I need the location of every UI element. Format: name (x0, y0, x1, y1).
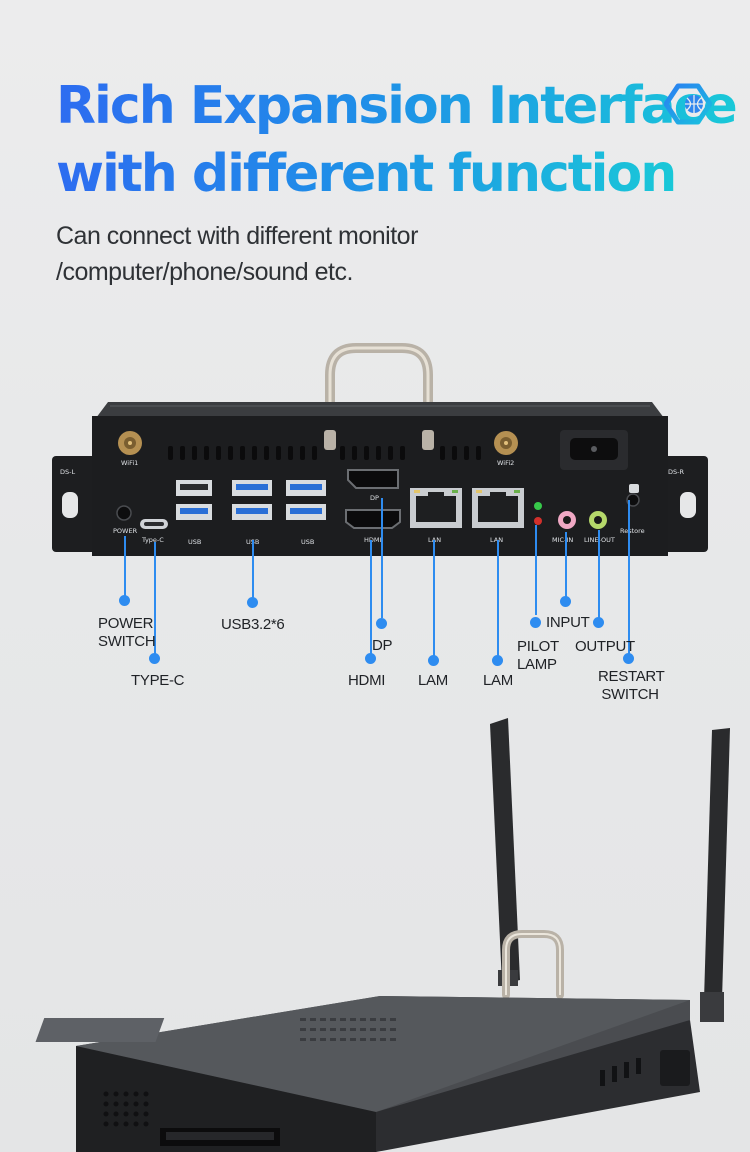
subtitle-line-2: /computer/phone/sound etc. (56, 258, 353, 286)
callout-stem-pilot (535, 525, 537, 615)
ds-left-print: DS-L (60, 468, 75, 476)
typec-print: Type-C (141, 536, 164, 544)
callout-dot-input (560, 596, 571, 607)
callout-dot-hdmi (365, 653, 376, 664)
callout-dot-usb (247, 597, 258, 608)
callout-dot-output (593, 617, 604, 628)
callout-power-switch: POWER SWITCH (98, 615, 156, 650)
headline-line-1: Rich Expansion Interface (56, 76, 738, 136)
callout-dp: DP (372, 637, 393, 654)
handle-icon (325, 343, 433, 450)
dp-print: DP (370, 494, 379, 502)
callout-stem-lan2 (497, 540, 499, 656)
callout-stem-lan1 (433, 540, 435, 656)
ds-right-print: DS-R (668, 468, 684, 476)
callout-restart-switch: RESTART SWITCH (598, 668, 665, 703)
cube-globe-logo-icon (664, 83, 712, 125)
callout-stem-output (598, 530, 600, 618)
callout-dot-dp (376, 618, 387, 629)
lock-icon (629, 484, 639, 493)
power-button-icon[interactable] (116, 505, 132, 521)
usb-print-3: USB (301, 538, 314, 546)
callout-lam-2: LAM (483, 672, 513, 689)
callout-stem-usb (252, 540, 254, 598)
restore-print: Restore (620, 527, 645, 535)
callout-type-c: TYPE-C (131, 672, 185, 689)
mini-pc-front-panel: DS-L DS-R WiFi1 WiFi2 POWER Type-C USB U… (52, 343, 708, 556)
lan-port-icon (410, 488, 462, 528)
callout-dot-power (119, 595, 130, 606)
callout-input: INPUT (546, 614, 590, 631)
subtitle: Can connect with different monitor /comp… (56, 218, 418, 290)
callout-stem-power (124, 536, 126, 598)
pilot-lamp-red-icon (534, 517, 542, 525)
lan2-print: LAN (490, 536, 503, 544)
wifi1-print: WiFi1 (121, 459, 138, 467)
callout-dot-lan1 (428, 655, 439, 666)
power-print: POWER (113, 527, 138, 535)
callout-dot-pilot (530, 617, 541, 628)
lan-port-icon (472, 488, 524, 528)
wifi-antenna-connector-icon (494, 431, 518, 455)
restore-button-icon[interactable] (626, 493, 640, 507)
callout-dot-typec (149, 653, 160, 664)
hdmi-print: HDMI (364, 536, 382, 544)
usb-print-1: USB (188, 538, 201, 546)
callout-output: OUTPUT (575, 638, 635, 655)
callout-dot-restart (623, 653, 634, 664)
antenna-icon (700, 728, 730, 1022)
callout-stem-dp (381, 498, 383, 618)
pilot-lamp-green-icon (534, 502, 542, 510)
callout-hdmi: HDMI (348, 672, 386, 689)
wifi-antenna-connector-icon (118, 431, 142, 455)
callout-usb: USB3.2*6 (221, 616, 285, 633)
mic-print: MIC-IN (552, 536, 573, 544)
callout-stem-typec (154, 542, 156, 654)
callout-stem-restart (628, 500, 630, 654)
headline-line-2: with different function (56, 144, 677, 204)
callout-stem-input (565, 532, 567, 598)
callout-stem-hdmi (370, 540, 372, 656)
wifi2-print: WiFi2 (497, 459, 514, 467)
callout-dot-lan2 (492, 655, 503, 666)
callout-pilot-lamp: PILOT LAMP (517, 638, 559, 673)
callout-lam-1: LAM (418, 672, 448, 689)
usb-ports (176, 480, 326, 520)
mini-pc-perspective-photo (35, 718, 730, 1152)
subtitle-line-1: Can connect with different monitor (56, 222, 418, 250)
lan1-print: LAN (428, 536, 441, 544)
